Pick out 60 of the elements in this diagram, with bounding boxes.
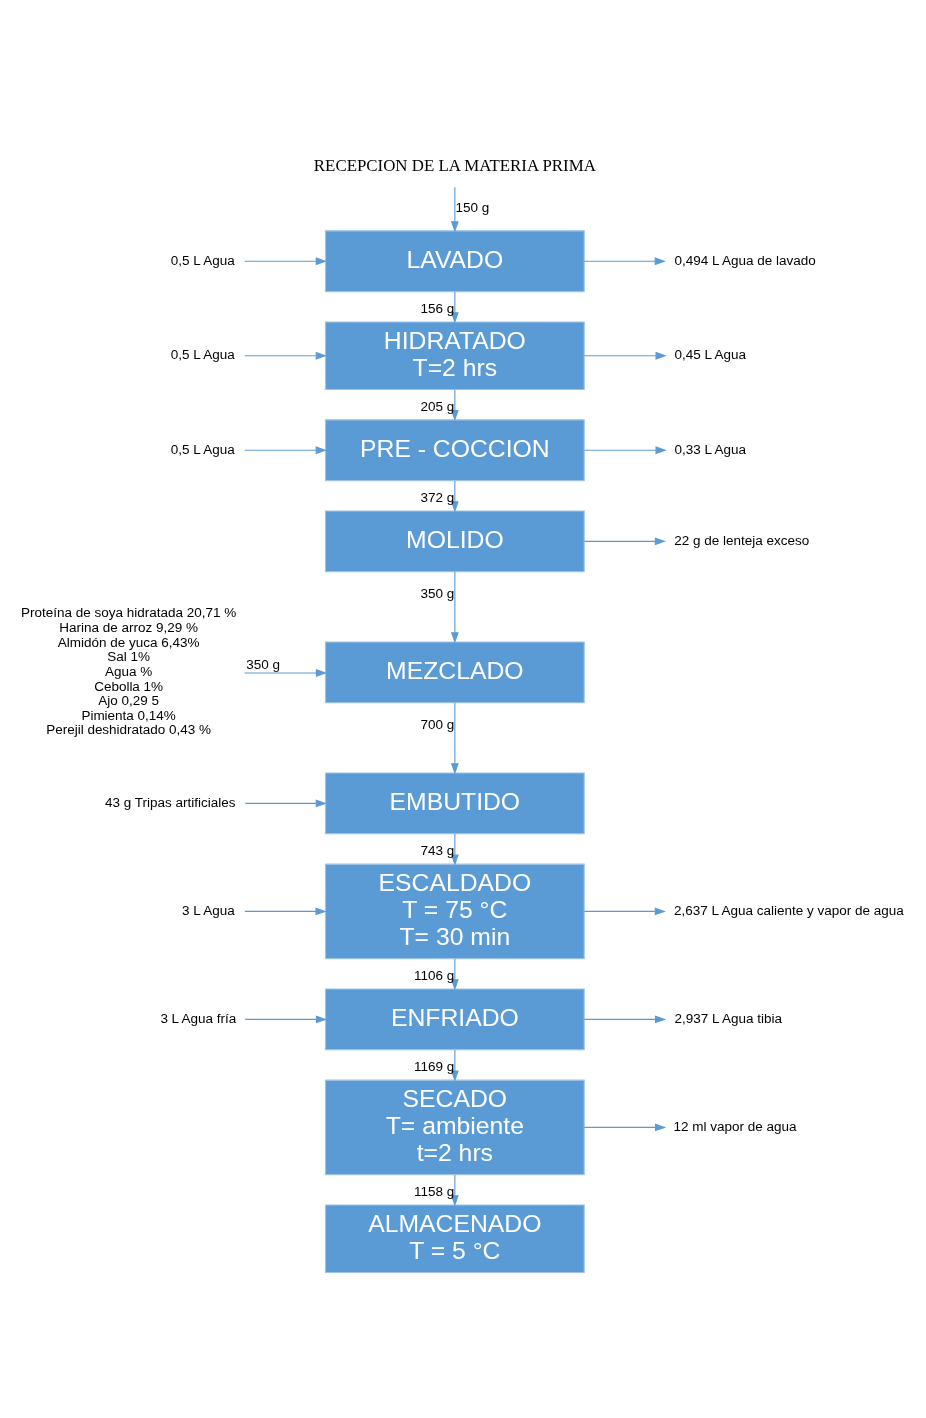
- arrow: [244, 256, 327, 265]
- node-box: EMBUTIDO: [324, 772, 585, 834]
- node-box: SECADO T= ambiente t=2 hrs: [324, 1079, 585, 1175]
- edge-label: 150 g: [455, 199, 490, 215]
- arrow: [450, 290, 459, 323]
- node-text: RECEPCION DE LA MATERIA PRIMA: [313, 155, 596, 175]
- node-text: 43 g Tripas artificiales: [105, 794, 236, 810]
- node-box: MEZCLADO: [324, 640, 585, 703]
- edge-label: 1158 g: [413, 1183, 455, 1199]
- arrow: [583, 1122, 667, 1131]
- node-box: LAVADO: [324, 229, 585, 292]
- node-text: 3 L Agua fría: [160, 1010, 237, 1026]
- arrow: [450, 570, 459, 643]
- node-box: HIDRATADO T=2 hrs: [324, 320, 585, 390]
- arrow: [583, 445, 667, 454]
- node-text: 2,637 L Agua caliente y vapor de agua: [674, 902, 904, 918]
- arrow: [583, 256, 666, 265]
- node-text: 0,5 L Agua: [170, 346, 235, 362]
- edge-label: 1169 g: [413, 1058, 455, 1074]
- node-text: 0,5 L Agua: [170, 441, 235, 457]
- arrow: [450, 186, 459, 232]
- arrow: [583, 1014, 667, 1023]
- node-box: MOLIDO: [324, 509, 585, 572]
- edge-label: 350 g: [246, 656, 280, 672]
- arrow: [244, 1014, 328, 1023]
- arrow: [450, 957, 459, 991]
- node-text: 0,5 L Agua: [170, 252, 235, 268]
- edge-label: 743 g: [420, 842, 455, 858]
- node-text: 3 L Agua: [182, 902, 235, 918]
- arrow: [244, 351, 327, 360]
- arrow: [583, 536, 667, 545]
- edge-label: 1106 g: [413, 967, 455, 983]
- arrow: [450, 1049, 459, 1082]
- node-box: ENFRIADO: [324, 987, 585, 1050]
- arrow: [244, 907, 327, 915]
- node-text: 22 g de lenteja exceso: [674, 532, 810, 548]
- node-box: ALMACENADO T = 5 °C: [324, 1203, 585, 1273]
- arrow: [583, 351, 667, 360]
- arrow: [450, 480, 459, 512]
- edge-label: 700 g: [420, 716, 455, 732]
- node-text: 0,494 L Agua de lavado: [674, 252, 816, 268]
- arrow: [244, 799, 327, 807]
- arrow: [450, 833, 459, 866]
- node-text: 0,33 L Agua: [674, 441, 746, 457]
- edge-label: 156 g: [420, 300, 455, 316]
- edge-label: 350 g: [420, 585, 455, 601]
- node-text: Proteína de soya hidratada 20,71 % Harina de arroz 9,29 % Almidón de yuca 6,43% Sal 1% Agua % Cebolla 1% Ajo 0,29 5 Pimienta 0,14% Perejil deshidratado 0,43 %: [21, 604, 237, 737]
- edge-label: 205 g: [420, 398, 455, 414]
- arrow: [244, 668, 328, 677]
- arrow: [450, 701, 459, 774]
- arrow: [450, 388, 459, 421]
- arrow: [450, 1173, 459, 1207]
- node-box: PRE - COCCION: [324, 418, 585, 481]
- arrow: [583, 907, 666, 915]
- node-text: 0,45 L Agua: [674, 346, 746, 362]
- arrow: [244, 445, 327, 454]
- edge-label: 372 g: [420, 489, 455, 505]
- node-text: 12 ml vapor de agua: [673, 1118, 797, 1134]
- node-box: ESCALDADO T = 75 °C T= 30 min: [324, 863, 585, 959]
- node-text: 2,937 L Agua tibia: [674, 1010, 782, 1026]
